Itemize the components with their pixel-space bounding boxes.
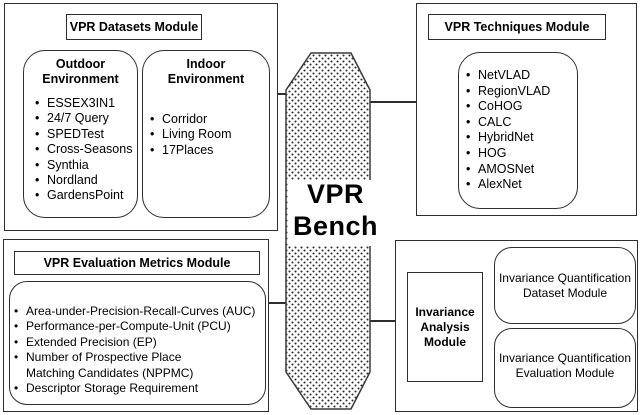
invariance-evaluation-module-label: Invariance Quantification Evaluation Mod… (494, 351, 636, 381)
outdoor-heading-line1: Outdoor (55, 57, 106, 71)
list-item: Extended Precision (EP) (14, 335, 264, 351)
indoor-environment-heading: Indoor Environment (142, 57, 270, 87)
outdoor-dataset-list: ESSEX3IN1 24/7 Query SPEDTest Cross-Seas… (35, 96, 137, 204)
vpr-bench-title-line2: Bench (292, 211, 379, 241)
vpr-bench-hexagon (285, 52, 380, 410)
connector-invariance (362, 320, 395, 322)
datasets-title: VPR Datasets Module (66, 14, 202, 40)
techniques-title: VPR Techniques Module (428, 14, 606, 40)
invariance-dataset-module-label: Invariance Quantification Dataset Module (494, 271, 636, 301)
evaluation-module-line2: Evaluation Module (515, 366, 615, 380)
list-item: Cross-Seasons (35, 142, 137, 158)
list-item: GardensPoint (35, 188, 137, 204)
invariance-dataset-module (494, 247, 636, 324)
list-item: 24/7 Query (35, 111, 137, 127)
techniques-list: NetVLAD RegionVLAD CoHOG CALC HybridNet … (466, 68, 574, 193)
outdoor-heading-line2: Environment (42, 72, 119, 86)
indoor-heading-line1: Indoor (186, 57, 226, 71)
list-item: AMOSNet (466, 162, 574, 178)
invariance-analysis-box (407, 272, 483, 382)
list-item: Living Room (150, 127, 266, 143)
vpr-bench-title-line1: VPR (306, 179, 365, 209)
invariance-label-line2: Analysis (420, 320, 470, 334)
evaluation-module-line1: Invariance Quantification (498, 351, 632, 365)
dataset-module-line1: Invariance Quantification (498, 271, 632, 285)
list-item: Performance-per-Compute-Unit (PCU) (14, 319, 264, 335)
list-item: Number of Prospective Place Matching Can… (14, 350, 222, 381)
connector-techniques (362, 101, 416, 103)
list-item: CALC (466, 115, 574, 131)
indoor-dataset-list: Corridor Living Room 17Places (150, 112, 266, 159)
invariance-evaluation-module (494, 328, 636, 408)
list-item: ESSEX3IN1 (35, 96, 137, 112)
invariance-analysis-label: Invariance Analysis Module (407, 305, 483, 350)
dataset-module-line2: Dataset Module (522, 286, 608, 300)
list-item: Area-under-Precision-Recall-Curves (AUC) (14, 304, 264, 320)
list-item: Synthia (35, 158, 137, 174)
indoor-heading-line2: Environment (167, 72, 245, 86)
list-item: CoHOG (466, 99, 574, 115)
list-item: Corridor (150, 112, 266, 128)
list-item: AlexNet (466, 177, 574, 193)
invariance-label-line3: Module (424, 335, 466, 349)
list-item: 17Places (150, 143, 266, 159)
list-item: Descriptor Storage Requirement (14, 381, 264, 397)
outdoor-environment-heading: Outdoor Environment (23, 57, 138, 87)
vpr-bench-title: VPR Bench (283, 178, 388, 242)
list-item: SPEDTest (35, 127, 137, 143)
list-item: RegionVLAD (466, 84, 574, 100)
list-item: HybridNet (466, 130, 574, 146)
metrics-title: VPR Evaluation Metrics Module (14, 251, 260, 275)
list-item: NetVLAD (466, 68, 574, 84)
list-item: Nordland (35, 173, 137, 189)
invariance-label-line1: Invariance (415, 305, 475, 319)
metrics-list: Area-under-Precision-Recall-Curves (AUC)… (14, 304, 264, 397)
list-item: HOG (466, 146, 574, 162)
